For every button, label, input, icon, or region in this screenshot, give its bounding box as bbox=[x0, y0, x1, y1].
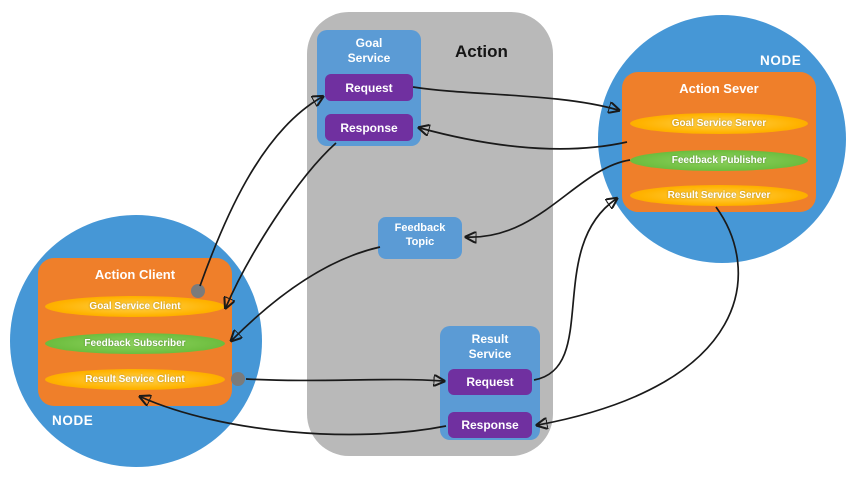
goal-service-title: Goal Service bbox=[347, 36, 391, 65]
result-request-button: Request bbox=[448, 369, 532, 395]
server-node-label: NODE bbox=[760, 53, 802, 68]
feedback-topic-title: Feedback Topic bbox=[394, 222, 446, 248]
feedback-publisher-pill: Feedback Publisher bbox=[630, 150, 808, 171]
action-client-title: Action Client bbox=[94, 267, 176, 282]
client-node-label: NODE bbox=[52, 413, 94, 428]
result-client-connector-dot bbox=[231, 372, 245, 386]
goal-service-box: Goal Service Request Response bbox=[317, 30, 421, 146]
result-service-box: Result Service Request Response bbox=[440, 326, 540, 440]
action-server-container: Action Sever Goal Service Server Feedbac… bbox=[622, 72, 816, 212]
action-client-container: Action Client Goal Service Client Feedba… bbox=[38, 258, 232, 406]
goal-response-button: Response bbox=[325, 114, 413, 141]
action-group-title: Action bbox=[455, 42, 508, 61]
feedback-topic-box: Feedback Topic bbox=[378, 217, 462, 259]
action-server-title: Action Sever bbox=[679, 81, 759, 96]
feedback-subscriber-pill: Feedback Subscriber bbox=[45, 333, 225, 354]
goal-service-server-pill: Goal Service Server bbox=[630, 113, 808, 134]
goal-client-connector-dot bbox=[191, 284, 205, 298]
goal-request-button: Request bbox=[325, 74, 413, 101]
result-service-title: Result Service bbox=[468, 332, 512, 361]
goal-service-client-pill: Goal Service Client bbox=[45, 296, 225, 317]
result-response-button: Response bbox=[448, 412, 532, 438]
result-service-server-pill: Result Service Server bbox=[630, 185, 808, 206]
result-service-client-pill: Result Service Client bbox=[45, 369, 225, 390]
